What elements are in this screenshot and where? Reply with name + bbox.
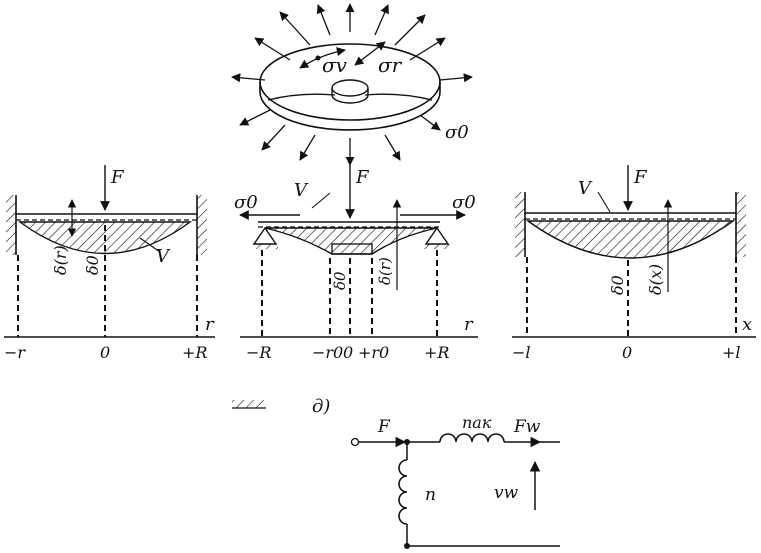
deflection-volume [264, 227, 438, 255]
panel-a: F δ(r) δ0 V r −r 0 +R [4, 165, 215, 362]
hatch-legend [232, 400, 266, 408]
axis-var: r [205, 314, 215, 335]
tick-1: 0 [622, 343, 632, 362]
axis-var: r [464, 314, 474, 335]
sigma-r-arrow [354, 41, 386, 66]
disk-section [267, 93, 433, 101]
disk-hub-side [331, 88, 369, 104]
tick-0: −r [4, 343, 26, 362]
volume-label: V [156, 246, 171, 267]
right-wall [736, 192, 746, 257]
tick-1: −r0 [312, 343, 343, 362]
input-label: F [377, 417, 391, 437]
shunt-inductor [398, 459, 408, 525]
panel-c: F V δ0 δ(x) x −l 0 +l [512, 165, 756, 362]
tick-3: +r0 [358, 343, 389, 362]
circuit-diagram: F nак Fw n vw [350, 413, 560, 549]
tick-2: 0 [343, 343, 353, 362]
sigma-right-label: σ0 [452, 192, 476, 213]
input-terminal [350, 437, 360, 447]
hub-region [331, 243, 373, 255]
force-label: F [110, 167, 125, 188]
tick-2: +l [722, 343, 741, 362]
delta-0-label: δ0 [83, 255, 102, 275]
deflection-volume [525, 220, 736, 259]
axis-var: x [742, 314, 752, 335]
tick-0: −l [512, 343, 531, 362]
sigma-left-label: σ0 [234, 192, 258, 213]
delta-x-label: δ(x) [646, 264, 665, 295]
sigma-v-arrow [299, 47, 346, 69]
left-wall [515, 192, 525, 257]
panel-b: σ0 σ0 F V δ0 δ(r) r −R −r0 0 +r0 +R [234, 165, 478, 362]
tick-2: +R [182, 343, 207, 362]
caption-letter: д) [312, 396, 330, 417]
tick-4: +R [424, 343, 449, 362]
disk-hub-top [331, 79, 369, 97]
right-wall [197, 195, 207, 255]
delta-r-label: δ(r) [376, 257, 394, 285]
delta-0-label: δ0 [608, 275, 627, 295]
sigma-v-point [315, 55, 321, 61]
shunt-inductor-label: n [425, 485, 436, 505]
tick-1: 0 [100, 343, 110, 362]
force-label: F [633, 167, 648, 188]
disk-top-face [259, 43, 441, 121]
tick-0: −R [246, 343, 271, 362]
volume-label: V [294, 180, 309, 201]
series-inductor-label: nак [462, 413, 492, 432]
disk-edge [259, 82, 441, 131]
series-inductor [439, 433, 505, 443]
delta-r-label: δ(r) [51, 245, 70, 275]
sigma-0-label: σ0 [445, 122, 469, 143]
output-label: Fw [513, 417, 541, 437]
radial-stress-arrows [231, 3, 473, 166]
sigma-r-label: σr [378, 53, 403, 77]
volume-label: V [578, 178, 593, 199]
delta-0-label: δ0 [331, 271, 349, 290]
left-wall [6, 195, 16, 255]
velocity-label: vw [494, 483, 519, 503]
disk-diagram: σv σr σ0 [231, 3, 473, 166]
force-label: F [355, 167, 370, 188]
sigma-v-label: σv [322, 53, 348, 77]
caption-row: д) [232, 396, 330, 417]
